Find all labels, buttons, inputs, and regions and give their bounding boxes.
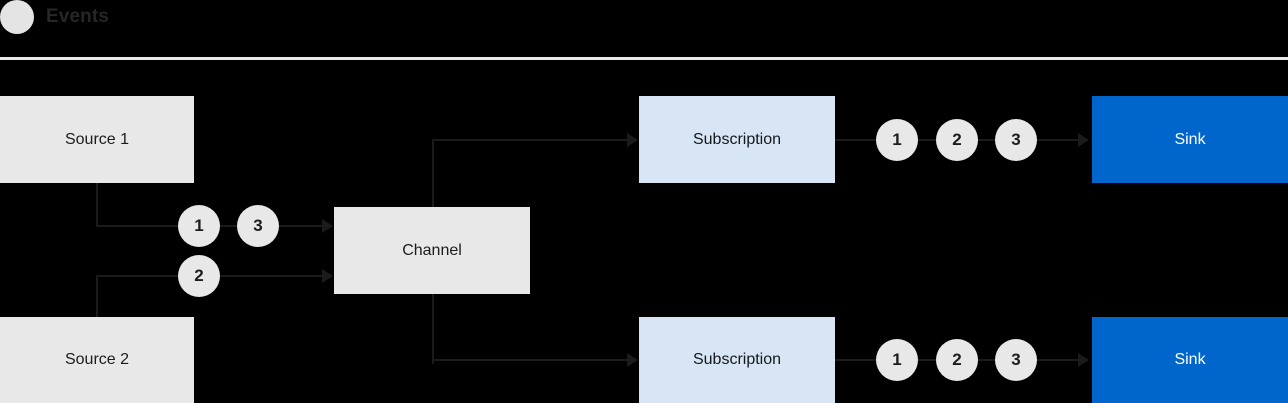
edge-source2-vertical <box>96 275 98 319</box>
event-marker-label: 3 <box>1011 350 1021 369</box>
node-subscription-2[interactable]: Subscription <box>639 317 835 403</box>
node-channel[interactable]: Channel <box>334 207 530 294</box>
node-source-2-label: Source 2 <box>64 351 130 368</box>
header-divider <box>0 57 1288 60</box>
event-marker-sub1-sink1-a: 1 <box>876 119 918 161</box>
node-subscription-1[interactable]: Subscription <box>639 96 835 183</box>
event-marker-source1-b: 3 <box>237 205 279 247</box>
arrowhead-subscription1-to-sink1 <box>1078 133 1089 147</box>
event-marker-label: 3 <box>253 216 263 235</box>
event-marker-label: 2 <box>952 350 962 369</box>
event-marker-sub1-sink1-b: 2 <box>936 119 978 161</box>
circle-icon <box>0 0 34 34</box>
page-title: Events <box>46 6 109 27</box>
node-sink-2[interactable]: Sink <box>1092 317 1288 403</box>
node-sink-1[interactable]: Sink <box>1092 96 1288 183</box>
arrowhead-source1-to-channel <box>322 219 333 233</box>
event-marker-sub2-sink2-a: 1 <box>876 339 918 381</box>
event-marker-label: 1 <box>892 350 902 369</box>
arrowhead-source2-to-channel <box>322 269 333 283</box>
event-marker-label: 2 <box>194 266 204 285</box>
arrowhead-channel-to-subscription1 <box>627 133 638 147</box>
edge-channel-to-subscription1 <box>432 139 627 141</box>
node-source-1-label: Source 1 <box>64 130 130 148</box>
event-marker-source1-a: 1 <box>178 205 220 247</box>
node-sink-2-label: Sink <box>1174 351 1206 368</box>
arrowhead-channel-to-subscription2 <box>627 353 638 367</box>
event-marker-sub2-sink2-c: 3 <box>995 339 1037 381</box>
edge-source1-vertical <box>96 183 98 227</box>
event-marker-label: 1 <box>892 130 902 149</box>
node-source-1[interactable]: Source 1 <box>0 96 194 183</box>
node-channel-label: Channel <box>402 241 462 259</box>
event-marker-sub2-sink2-b: 2 <box>936 339 978 381</box>
node-source-2[interactable]: Source 2 <box>0 317 194 403</box>
event-marker-label: 3 <box>1011 130 1021 149</box>
event-marker-source2-a: 2 <box>178 255 220 297</box>
node-subscription-2-label: Subscription <box>692 351 782 368</box>
edge-channel-to-subscription2 <box>432 359 627 361</box>
event-marker-sub1-sink1-c: 3 <box>995 119 1037 161</box>
event-marker-label: 2 <box>952 130 962 149</box>
node-sink-1-label: Sink <box>1174 130 1206 148</box>
node-subscription-1-label: Subscription <box>692 130 782 148</box>
event-marker-label: 1 <box>194 216 204 235</box>
arrowhead-subscription2-to-sink2 <box>1078 353 1089 367</box>
